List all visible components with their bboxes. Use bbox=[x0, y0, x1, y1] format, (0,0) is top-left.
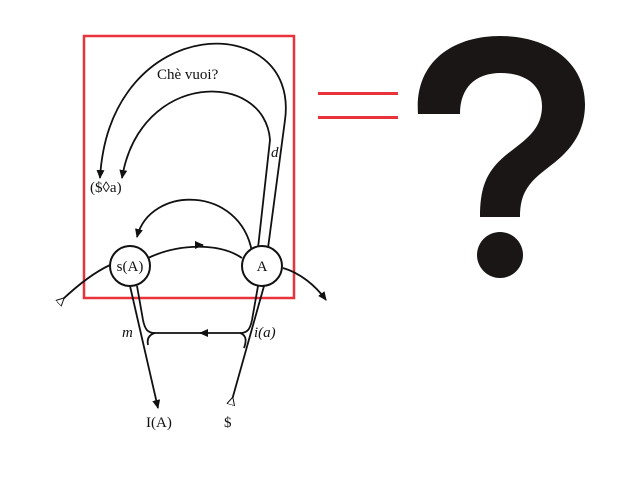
barred-subject-label: $ bbox=[224, 415, 232, 431]
highlight-box bbox=[82, 34, 296, 300]
outer-desire-arc bbox=[96, 42, 287, 249]
node-other bbox=[241, 245, 283, 287]
chain-end bbox=[282, 267, 327, 301]
lower-right-curve bbox=[239, 332, 247, 349]
other-label: A bbox=[257, 259, 268, 275]
ego-label: m bbox=[122, 325, 133, 341]
fantasy-formula-label: ($◊a) bbox=[90, 180, 122, 196]
line-from-subject bbox=[232, 285, 265, 400]
chain-start bbox=[62, 264, 111, 300]
ego-ideal-label: I(A) bbox=[146, 415, 172, 431]
desire-label: d bbox=[271, 145, 279, 161]
signified-label: s(A) bbox=[117, 259, 144, 275]
lower-loop bbox=[136, 285, 259, 334]
line-to-ego-ideal bbox=[129, 285, 161, 409]
image-of-other-label: i(a) bbox=[254, 325, 276, 341]
lower-left-curve bbox=[146, 332, 156, 346]
inner-desire-arc bbox=[119, 90, 271, 249]
che-vuoi-label: Chè vuoi? bbox=[157, 67, 219, 83]
equals-sign bbox=[318, 92, 398, 119]
chain-middle bbox=[147, 245, 243, 259]
arc-a-to-sa bbox=[135, 198, 253, 253]
question-mark-icon bbox=[417, 36, 585, 278]
